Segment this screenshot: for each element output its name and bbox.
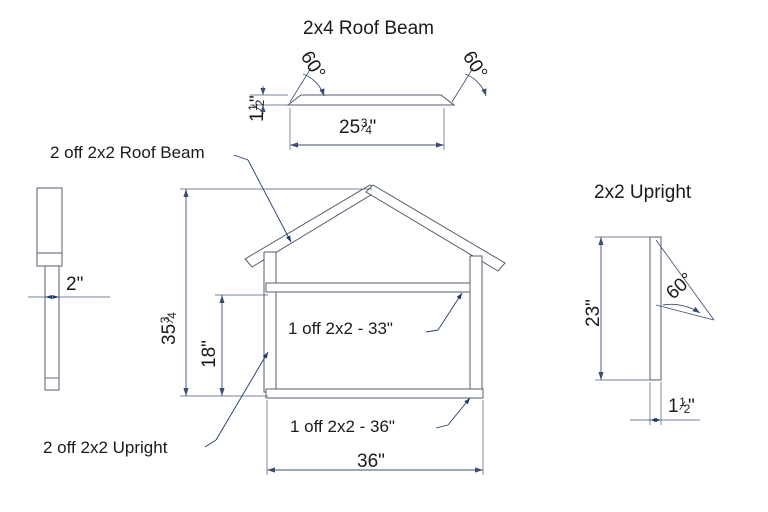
leader-roof-beam-2x2 [247,159,292,243]
view-2x2-upright [595,236,715,425]
upright-left [263,251,277,393]
roof-beam-2x4-profile [286,94,456,106]
upright-angle-arc [662,303,701,314]
angle-arc-left [302,73,325,97]
view-2x4-roof-beam [250,67,487,150]
frac-bar: ⁄ [249,106,264,109]
dim-arrow-width-left [267,467,275,473]
dim-beam-length-whole: 25 [339,117,361,138]
dim-beam-length-unit: " [369,117,377,138]
angle-leader-left [289,67,312,103]
dim-arrow-height-top [183,189,189,197]
leader-tail-rail-36 [435,424,449,429]
frac-overall-height: 3⁄4 [159,312,179,323]
title-2x2-upright: 2x2 Upright [594,182,692,203]
frac-denominator: 4 [166,312,179,319]
side-dim-arrow-left [45,295,52,299]
frac-denominator: 2 [254,99,267,107]
rail-lower-36 [265,388,484,399]
dim-arrow-length-left [290,142,298,148]
dim-upright-width-unit: " [687,396,695,417]
dim-arrow-mid-bottom [219,388,225,396]
rail-upper-33 [265,282,471,293]
dim-upright-width-whole: 1 [668,396,679,417]
frac-bar: ⁄ [681,398,684,413]
frac-upright-width: 1⁄2 [679,395,690,415]
upright-angle-leader-a [655,239,715,321]
view-side-elevation [28,187,110,391]
dim-beam-thickness-whole: 1 [247,111,268,122]
upright-right [469,255,483,393]
view-front-assembly [180,154,506,475]
roof-rafter-right [365,184,506,272]
dim-arrow-height-bottom [183,388,189,396]
frac-denominator: 2 [683,403,691,416]
frac-bar: ⁄ [363,119,366,134]
dim-arrow-upright-bottom [598,372,604,380]
dim-text-upright-height: 23" [583,299,604,327]
leader-rail-36 [447,397,471,426]
dim-arrow-width-right [475,467,483,473]
title-2x4-roof-beam: 2x4 Roof Beam [303,18,434,39]
dim-text-side-width: 2" [66,274,84,295]
side-dim-arrow-right [52,295,59,299]
angle-arc-right [464,73,487,97]
callout-upright-2x2: 2 off 2x2 Upright [43,438,168,457]
dim-text-overall-width: 36" [357,451,385,472]
dim-arrow-length-right [436,142,444,148]
frac-thickness: 1⁄2 [247,100,267,111]
upright-angle-leader-b [655,304,715,321]
frac-denominator: 4 [365,124,372,137]
frac-numerator: 3 [360,116,368,130]
dim-arrow-upright-top [598,237,604,245]
angle-leader-right [451,67,474,103]
leader-tail-roof-beam-2x2 [233,154,249,161]
callout-roof-beam-2x2: 2 off 2x2 Roof Beam [50,143,205,162]
leader-tail-rail-33 [425,329,439,333]
leader-tail-upright-2x2 [204,439,217,448]
dim-beam-length-fraction: 3⁄4 [360,116,372,136]
dim-text-mid-height: 18" [199,340,220,368]
side-view-beam-block [36,187,63,267]
callout-rail-36: 1 off 2x2 - 36" [290,417,395,436]
dim-arrow-upright-width-right [654,418,661,422]
upright-detail-profile [649,236,662,381]
callout-rail-33: 1 off 2x2 - 33" [288,319,393,338]
frac-numerator: 1 [679,395,686,409]
leader-rail-33 [437,292,463,331]
dim-overall-height-whole: 35 [159,323,180,345]
dim-arrow-mid-top [219,295,225,303]
side-view-upright [44,265,60,391]
leader-upright-2x2 [215,351,269,441]
frac-bar: ⁄ [161,318,176,321]
